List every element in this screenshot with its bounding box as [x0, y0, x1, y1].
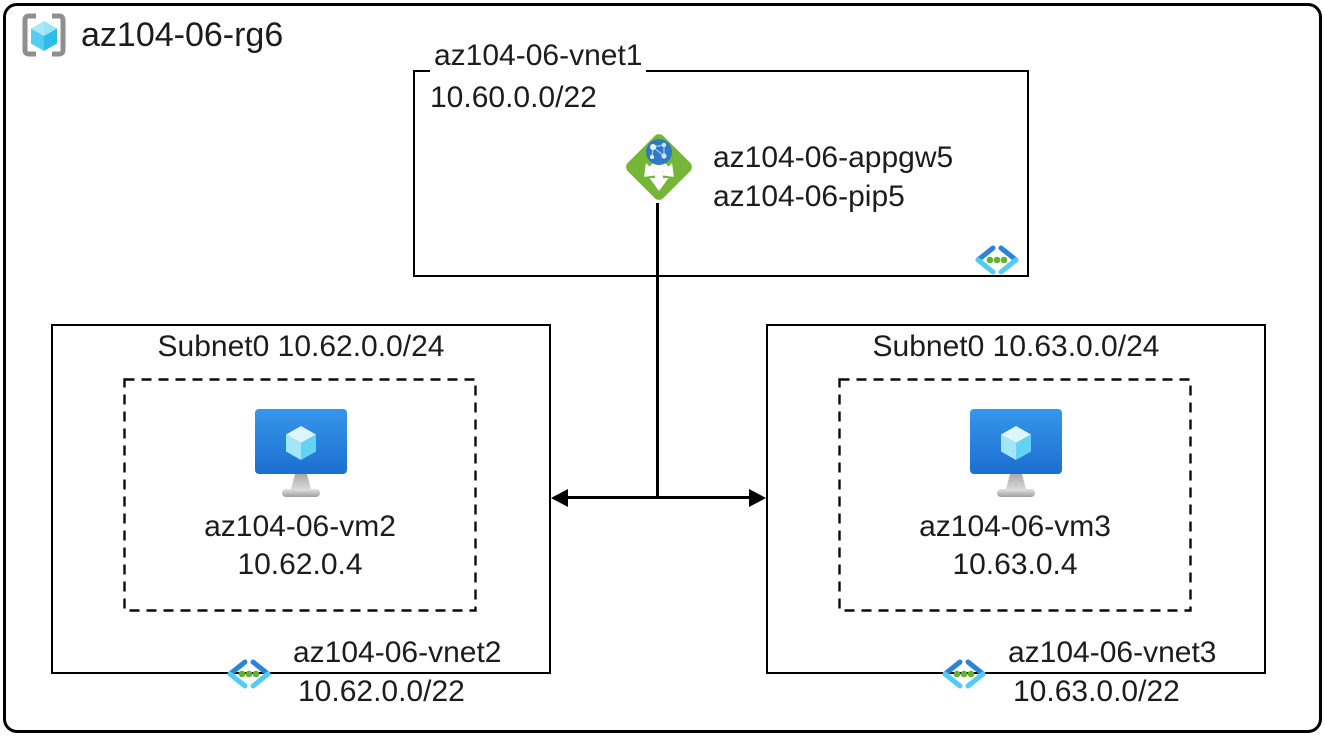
vm-name: az104-06-vm2 — [204, 510, 396, 543]
virtual-machine-icon — [251, 406, 351, 500]
resource-group-box — [3, 3, 1322, 733]
virtual-network-icon — [973, 245, 1021, 275]
vnet-name: az104-06-vnet2 — [293, 636, 502, 669]
vnet-cidr: 10.63.0.0/22 — [1013, 675, 1180, 708]
vm-ip: 10.63.0.4 — [952, 548, 1078, 581]
vnet-cidr: 10.62.0.0/22 — [298, 675, 465, 708]
application-gateway-labels: az104-06-appgw5 az104-06-pip5 — [713, 138, 953, 216]
vm-name: az104-06-vm3 — [919, 510, 1111, 543]
subnet-title: Subnet0 10.63.0.0/24 — [872, 330, 1160, 363]
virtual-network-icon — [940, 659, 988, 689]
resource-group-icon — [20, 12, 68, 58]
peering-arrow-line — [560, 496, 758, 499]
public-ip-name: az104-06-pip5 — [713, 180, 905, 213]
application-gateway-name: az104-06-appgw5 — [713, 141, 954, 174]
virtual-network-icon — [225, 659, 273, 689]
subnet-title: Subnet0 10.62.0.0/24 — [157, 330, 445, 363]
subnet-box-left: Subnet0 10.62.0.0/24 az104-06-vm2 10.62.… — [51, 324, 551, 708]
peering-arrowhead-right — [749, 489, 766, 507]
subnet-box-right: Subnet0 10.63.0.0/24 az104-06-vm3 10.63.… — [766, 324, 1266, 708]
peering-arrowhead-left — [551, 489, 568, 507]
vnet1-cidr: 10.60.0.0/22 — [430, 81, 597, 114]
resource-group-label: az104-06-rg6 — [81, 16, 284, 54]
application-gateway-icon — [619, 127, 699, 207]
resource-group-header: az104-06-rg6 — [20, 12, 283, 58]
vm-ip: 10.62.0.4 — [237, 548, 363, 581]
connector-appgw-line — [655, 203, 659, 498]
vnet-name: az104-06-vnet3 — [1008, 636, 1217, 669]
vnet1-title: az104-06-vnet1 — [430, 40, 647, 72]
vnet1-box: az104-06-vnet1 10.60.0.0/22 az104-06-app… — [413, 40, 1029, 277]
virtual-machine-icon — [966, 406, 1066, 500]
